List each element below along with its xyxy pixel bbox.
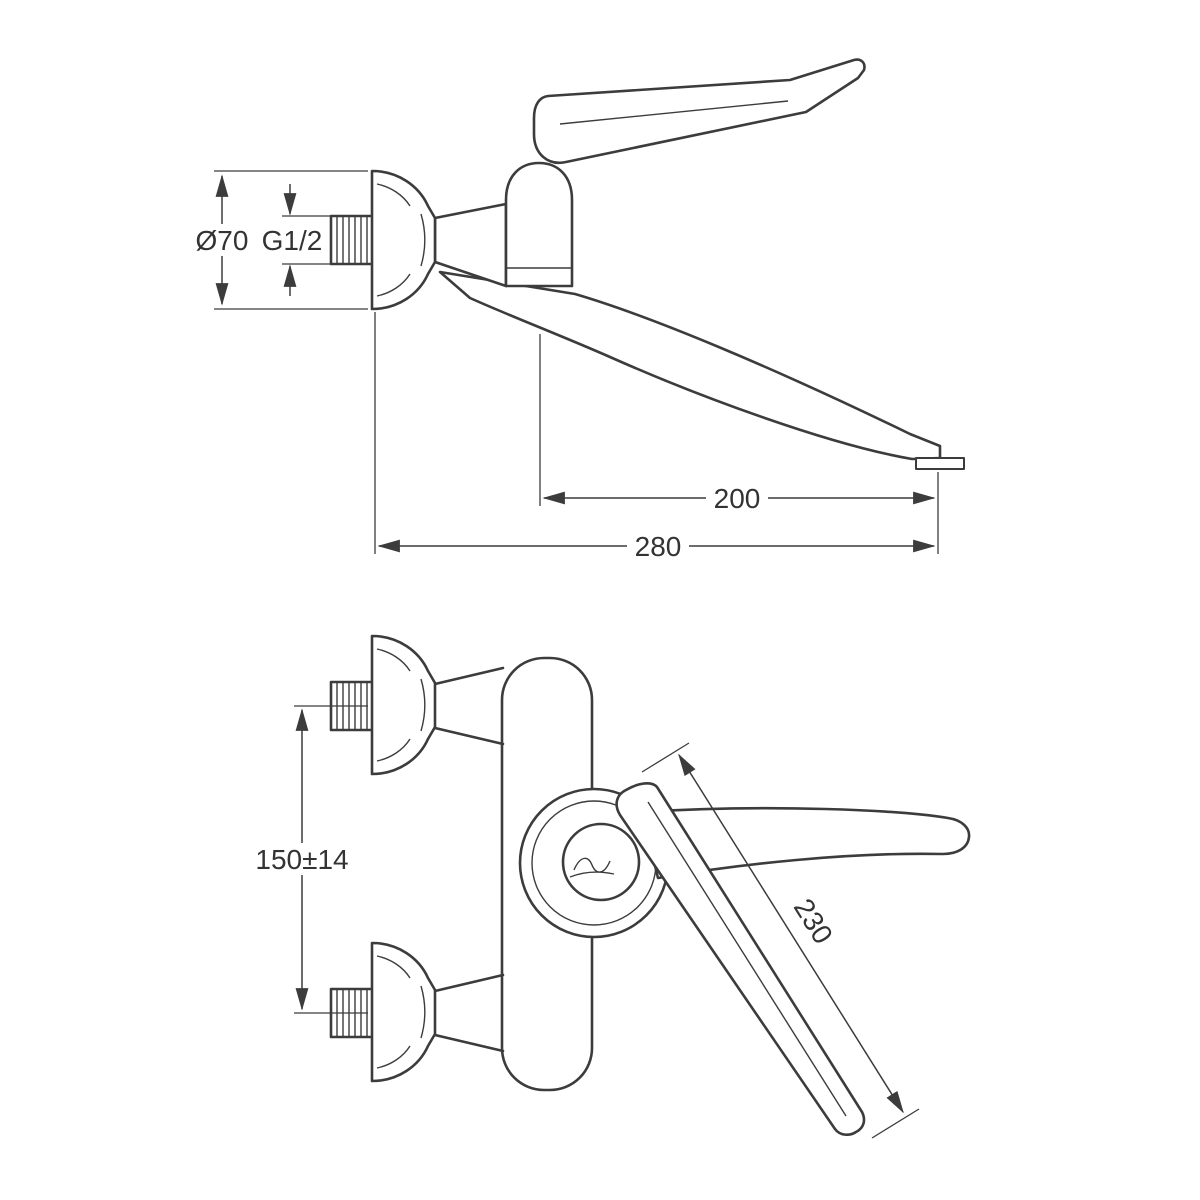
- extension-line: [294, 705, 368, 1014]
- inlet-cone-lines: [433, 666, 505, 1053]
- wall-flange-bottom-contours: [376, 955, 426, 1069]
- dimension-inlet-thread: G1/2: [262, 184, 334, 296]
- dimension-flange-diameter: Ø70: [192, 170, 368, 310]
- wall-flange-top-contours: [376, 648, 426, 762]
- dimension-label-bg: [779, 880, 848, 962]
- lever-seam-line: [559, 100, 789, 125]
- extension-line: [539, 334, 939, 506]
- side-view: Ø70 G1/2 200 280: [192, 58, 965, 562]
- brand-logo: [569, 857, 615, 878]
- extension-line: [374, 312, 939, 554]
- dimension-line: [678, 753, 904, 1114]
- dimension-lever-length: 230: [641, 742, 920, 1139]
- dimension-label-bg: [627, 531, 689, 561]
- extension-line: [214, 170, 368, 310]
- dimension-label-flange-diameter: Ø70: [196, 225, 249, 256]
- wall-flange-bottom: [370, 941, 437, 1083]
- dimension-label-bg: [706, 483, 768, 513]
- wall-flange: [370, 169, 437, 311]
- dimension-label-total-depth: 280: [635, 531, 682, 562]
- spout-aerator: [915, 457, 965, 470]
- dimension-inlet-spacing: 150±14: [250, 705, 368, 1014]
- dimension-spout-reach: 200: [539, 334, 939, 514]
- inlet-thread-ribs: [336, 216, 368, 264]
- lever-handle: [532, 58, 866, 165]
- extension-line: [282, 215, 334, 265]
- dimension-label-bg: [250, 843, 354, 875]
- extension-line: [641, 742, 920, 1139]
- wall-flange-top: [370, 634, 437, 776]
- wall-flange-contours: [376, 183, 426, 297]
- lever-hub: [561, 822, 641, 902]
- dimension-label-inlet-spacing: 150±14: [255, 844, 348, 875]
- dimension-label-spout-reach: 200: [714, 483, 761, 514]
- dimension-total-depth: 280: [374, 312, 939, 562]
- dimension-label-bg: [192, 224, 252, 256]
- cartridge-housing: [504, 161, 574, 288]
- spout-profile: [438, 270, 942, 461]
- front-view: 150±14 230: [250, 634, 971, 1139]
- dimension-label-inlet-thread: G1/2: [262, 225, 323, 256]
